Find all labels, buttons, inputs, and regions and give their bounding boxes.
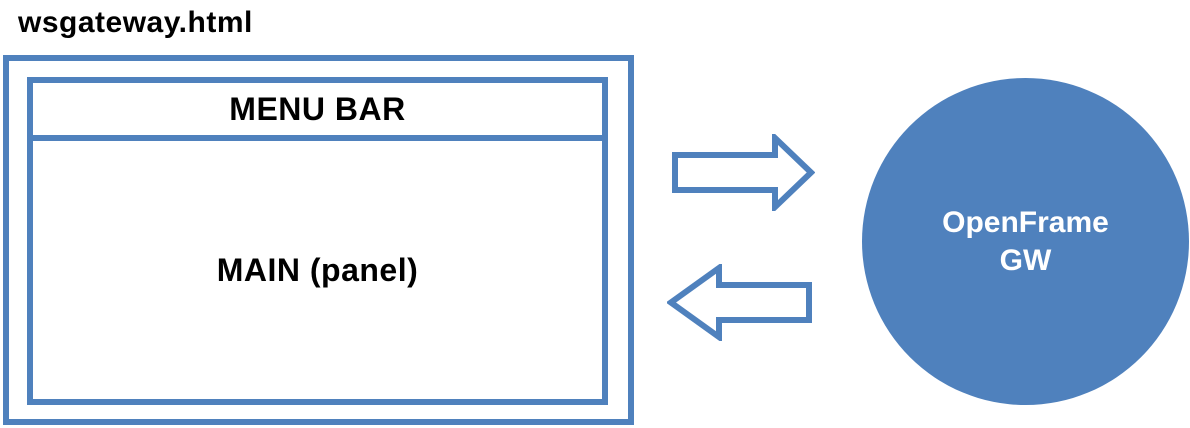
gw-label-line1: OpenFrame bbox=[942, 206, 1109, 239]
main-panel-label: MAIN (panel) bbox=[216, 251, 419, 288]
page-title: wsgateway.html bbox=[18, 6, 253, 39]
openframe-gw-node: OpenFrame GW bbox=[862, 78, 1189, 405]
browser-content-frame: MENU BAR MAIN (panel) bbox=[27, 77, 608, 405]
response-left-arrow-icon bbox=[667, 264, 812, 341]
gw-label-line2: GW bbox=[999, 243, 1052, 277]
request-right-arrow-icon bbox=[672, 134, 815, 211]
menu-bar-label: MENU BAR bbox=[33, 83, 602, 141]
